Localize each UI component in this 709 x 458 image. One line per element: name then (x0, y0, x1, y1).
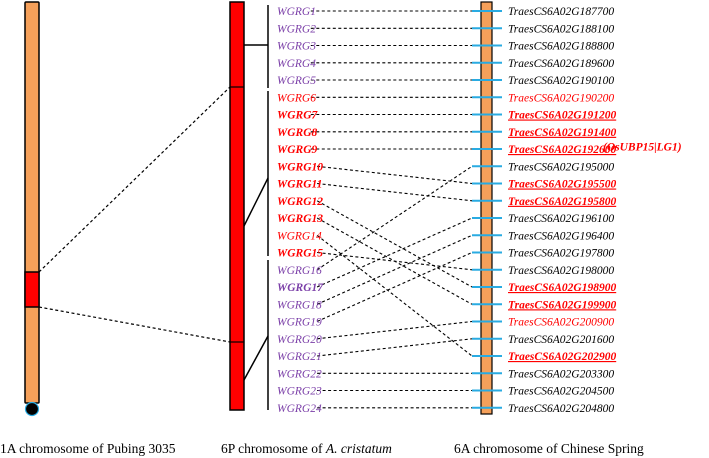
traes-label: TraesCS6A02G198000 (508, 265, 614, 277)
wgrg-label: WGRG4 (277, 58, 316, 70)
wgrg-label: WGRG8 (277, 127, 318, 139)
traes-labels: TraesCS6A02G187700TraesCS6A02G188100Trae… (508, 6, 616, 415)
gene-link (317, 338, 473, 357)
link-1a-6p-top (38, 86, 231, 273)
caption-6p-species: A. cristatum (325, 441, 392, 456)
wgrg-label: WGRG6 (277, 92, 316, 104)
wgrg-label: WGRG24 (277, 403, 322, 415)
caption-6a: 6A chromosome of Chinese Spring (454, 441, 644, 456)
traes-label: TraesCS6A02G196100 (508, 213, 614, 225)
gene-link (317, 182, 473, 202)
wgrg-label: WGRG20 (277, 334, 322, 346)
caption-6p: 6P chromosome of A. cristatum (221, 441, 392, 456)
traes-label: TraesCS6A02G204500 (508, 386, 614, 398)
wgrg-label: WGRG14 (277, 230, 322, 242)
link-1a-6p-bottom (38, 306, 231, 343)
traes-label: TraesCS6A02G192600 (508, 144, 616, 156)
traes-label: TraesCS6A02G191200 (508, 110, 616, 122)
traes-label: TraesCS6A02G190200 (508, 92, 614, 104)
wgrg-label: WGRG17 (277, 282, 324, 294)
traes-label: TraesCS6A02G196400 (508, 230, 614, 242)
traes-label: TraesCS6A02G203300 (508, 368, 614, 380)
wgrg-label: WGRG23 (277, 386, 322, 398)
gene-link (317, 320, 473, 340)
wgrg-label: WGRG18 (277, 299, 322, 311)
wgrg-labels: WGRG1WGRG2WGRG3WGRG4WGRG5WGRG6WGRG7WGRG8… (277, 6, 324, 415)
traes-label: TraesCS6A02G200900 (508, 317, 614, 329)
wgrg-label: WGRG16 (277, 265, 322, 277)
bracket-group-1 (244, 5, 269, 88)
annotation-label: (OsUBP15|LG1) (603, 142, 682, 154)
gene-link (316, 165, 473, 271)
traes-label: TraesCS6A02G197800 (508, 248, 614, 260)
chromosome-6p (229, 1, 245, 411)
gene-link (316, 217, 473, 288)
chromosome-1a-centromere (24, 401, 40, 417)
gene-link (317, 251, 473, 271)
wgrg-label: WGRG12 (277, 196, 323, 208)
traes-label: TraesCS6A02G188100 (508, 23, 614, 35)
traes-label: TraesCS6A02G189600 (508, 58, 614, 70)
traes-label: TraesCS6A02G201600 (508, 334, 614, 346)
wgrg-label: WGRG10 (277, 161, 323, 173)
gene-ticks (472, 10, 502, 409)
traes-label: TraesCS6A02G202900 (508, 351, 616, 363)
chromosome-1a-introgression-segment (24, 271, 40, 308)
chromosome-6a (480, 1, 493, 415)
wgrg-label: WGRG22 (277, 368, 322, 380)
traes-label: TraesCS6A02G188800 (508, 41, 614, 53)
traes-label: TraesCS6A02G195800 (508, 196, 616, 208)
traes-label: TraesCS6A02G199900 (508, 299, 616, 311)
gene-link (316, 200, 473, 288)
wgrg-label: WGRG7 (277, 110, 319, 122)
traes-label: TraesCS6A02G191400 (508, 127, 616, 139)
wgrg-label: WGRG2 (277, 23, 316, 35)
chromosome-6p-body (229, 1, 245, 411)
gene-link (316, 234, 473, 305)
chromosome-6a-body (480, 1, 493, 415)
chromosome-1a-body (24, 1, 40, 404)
gene-link (316, 251, 473, 323)
caption-6p-prefix: 6P chromosome of (221, 441, 326, 456)
wgrg-label: WGRG5 (277, 75, 316, 87)
traes-label: TraesCS6A02G195500 (508, 179, 616, 191)
wgrg-label: WGRG21 (277, 351, 322, 363)
wgrg-label: WGRG1 (277, 6, 316, 18)
traes-label: TraesCS6A02G204800 (508, 403, 614, 415)
gene-links (310, 10, 473, 409)
wgrg-label: WGRG3 (277, 41, 316, 53)
traes-label: TraesCS6A02G190100 (508, 75, 614, 87)
wgrg-label: WGRG15 (277, 248, 323, 260)
traes-label: TraesCS6A02G198900 (508, 282, 616, 294)
wgrg-label: WGRG9 (277, 144, 318, 156)
gene-link (317, 165, 473, 185)
chromosome-1a (24, 1, 40, 417)
caption-1a: 1A chromosome of Pubing 3035 (0, 441, 176, 456)
wgrg-label: WGRG19 (277, 317, 322, 329)
bracket-connector (243, 177, 269, 227)
wgrg-label: WGRG13 (277, 213, 323, 225)
bracket-group-3 (243, 260, 269, 410)
traes-label: TraesCS6A02G195000 (508, 161, 614, 173)
traes-label: TraesCS6A02G187700 (508, 6, 614, 18)
bracket-group-2 (243, 91, 269, 256)
wgrg-label: WGRG11 (277, 179, 322, 191)
bracket-connector (243, 335, 269, 381)
gene-link (316, 234, 473, 357)
